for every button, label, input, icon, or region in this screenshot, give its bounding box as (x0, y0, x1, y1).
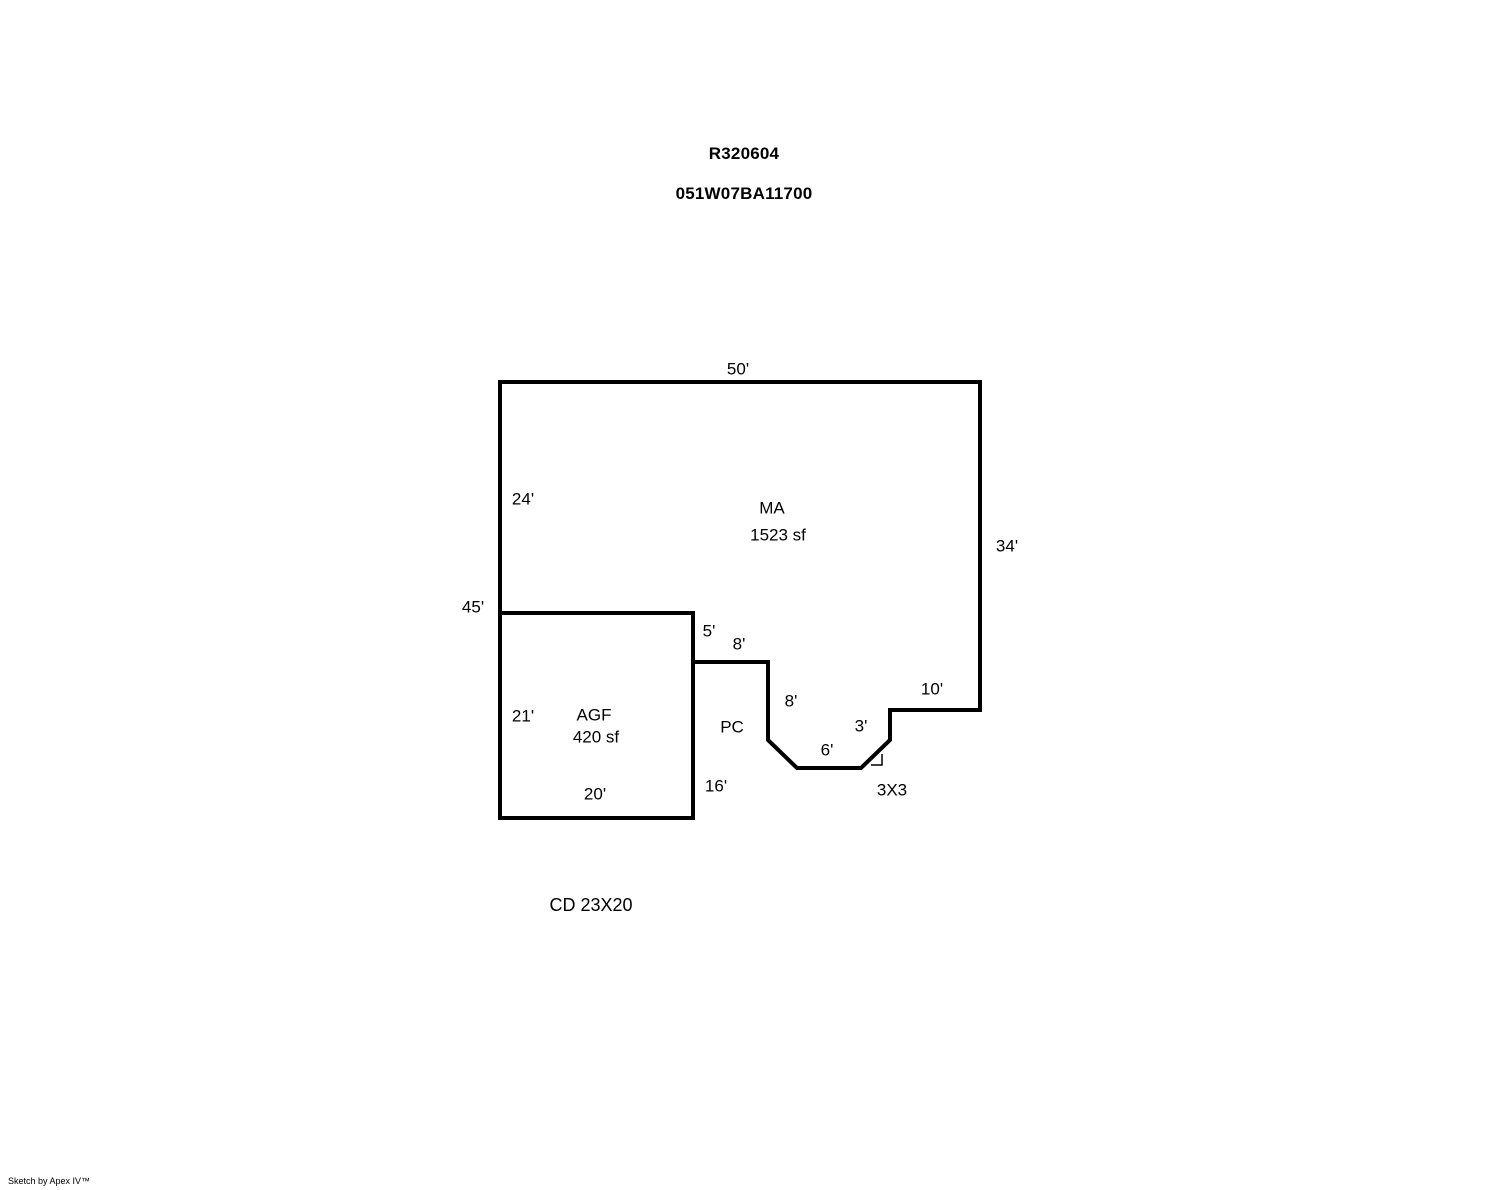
dim-16: 16' (705, 777, 727, 796)
dim-left-total-45: 45' (462, 598, 484, 617)
dim-6: 6' (821, 741, 834, 760)
apex-watermark: Sketch by Apex IV™ (8, 1176, 91, 1186)
room-label-agf: AGF (577, 706, 612, 725)
room-area-agf: 420 sf (573, 728, 620, 747)
main-area-outline (498, 380, 982, 770)
dim-5: 5' (703, 622, 716, 641)
dim-8-upper: 8' (733, 635, 746, 654)
tax-lot-title: 051W07BA11700 (675, 184, 813, 203)
dim-3: 3' (855, 717, 868, 736)
parcel-id-title: R320604 (708, 144, 780, 163)
garage-outline (498, 611, 695, 820)
room-label-pc: PC (720, 718, 744, 737)
dim-10: 10' (921, 680, 943, 699)
dim-top-50: 50' (727, 360, 749, 379)
dim-left-21: 21' (512, 707, 534, 726)
dim-bottom-20: 20' (584, 785, 606, 804)
dim-8-lower: 8' (785, 692, 798, 711)
dim-left-24: 24' (512, 490, 534, 509)
dim-right-34: 34' (996, 537, 1018, 556)
corner-cut-label: 3X3 (877, 781, 907, 800)
corner-cut-angle-mark (871, 754, 883, 766)
note-cd: CD 23X20 (549, 895, 632, 915)
room-label-ma: MA (759, 499, 785, 518)
room-area-ma: 1523 sf (750, 526, 806, 545)
